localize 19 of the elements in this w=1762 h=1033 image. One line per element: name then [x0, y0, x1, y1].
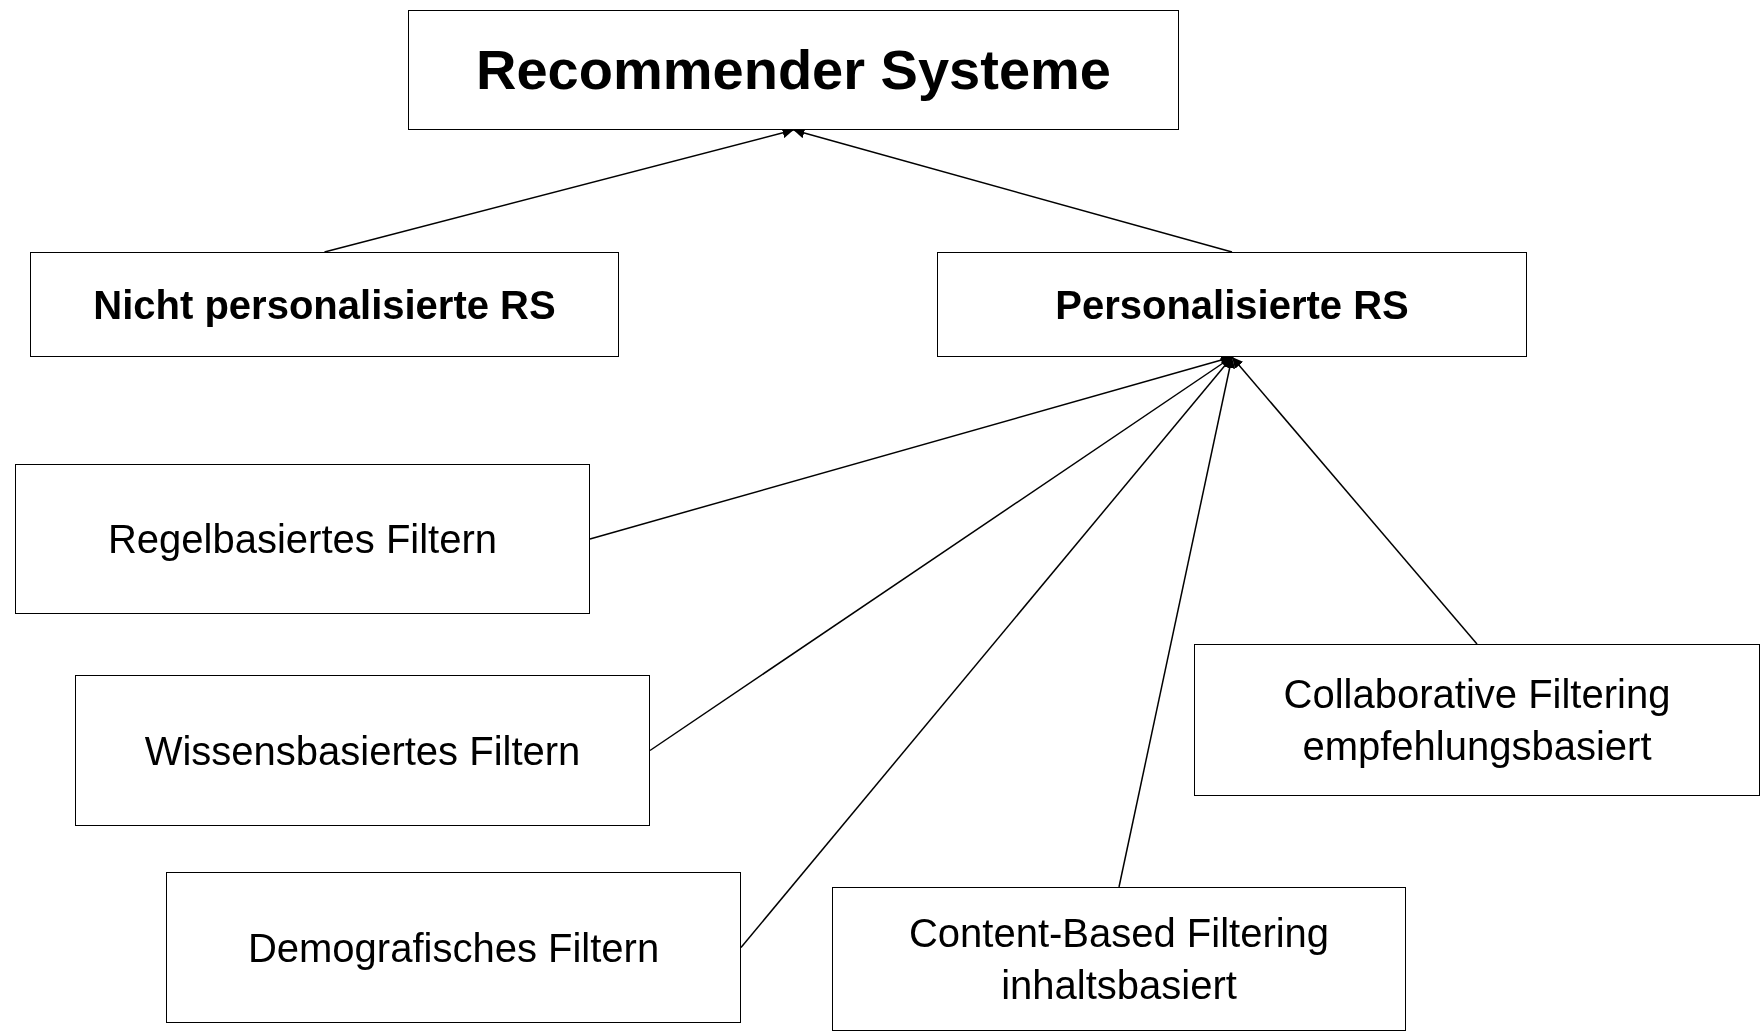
category-box: [937, 252, 1527, 357]
category-label: Personalisierte RS: [1055, 281, 1409, 329]
category-box: [408, 10, 1179, 130]
arrow: [740, 356, 1233, 949]
category-label: Content-Based Filtering inhaltsbasiert: [907, 910, 1331, 1009]
arrow: [1231, 356, 1478, 645]
arrow: [1118, 356, 1236, 888]
category-label: Nicht personalisierte RS: [93, 281, 556, 329]
category-box: [75, 675, 650, 826]
category-label: Collaborative Filtering empfehlungsbasiert: [1282, 671, 1672, 770]
category-label: Regelbasiertes Filtern: [107, 516, 498, 563]
category-label: Demografisches Filtern: [247, 924, 660, 972]
category-box: [30, 252, 619, 357]
category-label: Recommender Systeme: [476, 36, 1111, 103]
category-box: [15, 464, 590, 614]
category-box: [1194, 644, 1760, 796]
category-box: [166, 872, 741, 1023]
category-box: [832, 887, 1406, 1031]
category-label: Wissensbasiertes Filtern: [144, 727, 581, 775]
